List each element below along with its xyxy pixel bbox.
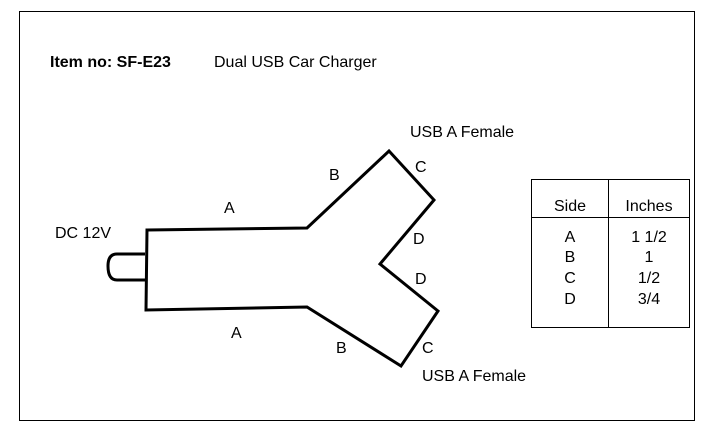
table-cell-side: A xyxy=(564,229,576,246)
table-header-inches: Inches xyxy=(625,198,673,215)
table-cell-inches: 1 1/2 xyxy=(631,229,667,246)
side-b-bottom-label: B xyxy=(336,340,347,357)
dc-input-label: DC 12V xyxy=(55,225,112,242)
table-cell-inches: 1/2 xyxy=(637,270,661,287)
side-c-bottom-label: C xyxy=(422,340,434,357)
table-cell-side: D xyxy=(564,291,576,308)
table-cell-side: B xyxy=(564,249,576,266)
item-number: Item no: SF-E23 xyxy=(50,54,171,71)
usb-port-bottom-label: USB A Female xyxy=(422,368,527,385)
side-b-top-label: B xyxy=(329,167,340,184)
side-d-top-label: D xyxy=(413,231,425,248)
dimensions-table: Side Inches A 1 1/2 B 1 C 1/2 D 3/4 xyxy=(531,179,690,328)
dc-plug-tip xyxy=(106,252,145,282)
side-c-top-label: C xyxy=(415,159,427,176)
drawing-frame xyxy=(19,11,695,421)
usb-port-top-label: USB A Female xyxy=(410,124,515,141)
table-column-divider xyxy=(608,180,609,327)
table-cell-side: C xyxy=(564,270,576,287)
table-header-side: Side xyxy=(553,198,587,215)
side-a-bottom-label: A xyxy=(231,325,242,342)
table-cell-inches: 1 xyxy=(644,249,654,266)
side-a-top-label: A xyxy=(224,200,235,217)
table-header-divider xyxy=(532,217,689,218)
table-cell-inches: 3/4 xyxy=(637,291,661,308)
charger-body-outline xyxy=(144,148,441,369)
side-d-bottom-label: D xyxy=(415,271,427,288)
product-name: Dual USB Car Charger xyxy=(214,54,377,71)
